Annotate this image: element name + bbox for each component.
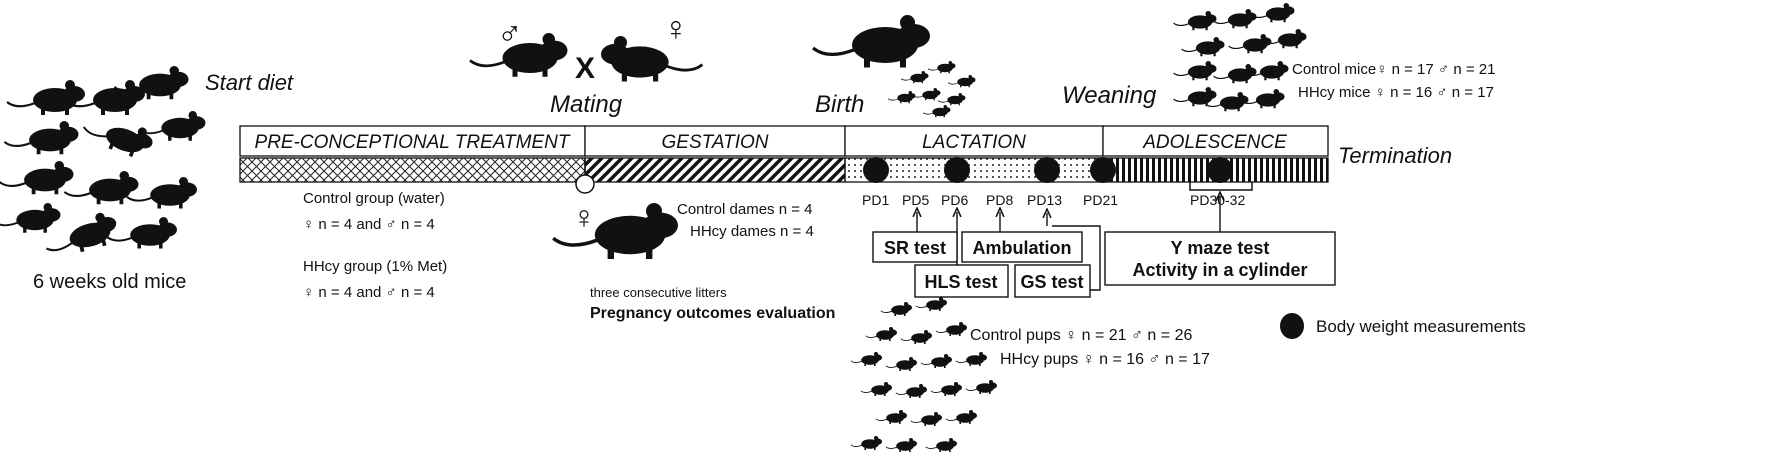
- behavior-tests: SR test Ambulation HLS test GS test Y ma…: [872, 196, 1336, 298]
- phase-label-preconceptional: PRE-CONCEPTIONAL TREATMENT: [255, 132, 571, 153]
- body-weight-marker-pd6: [944, 157, 970, 183]
- six-weeks-label: 6 weeks old mice: [33, 271, 186, 293]
- phase-box-lactation: [844, 125, 1104, 157]
- weaned-hhcy-counts: HHcy mice ♀ n = 16 ♂ n = 17: [1298, 84, 1494, 101]
- phase-bar: PRE-CONCEPTIONAL TREATMENT GESTATION LAC…: [239, 125, 1329, 183]
- legend-body-weight-label: Body weight measurements: [1316, 317, 1526, 336]
- litters-label: three consecutive litters: [590, 285, 727, 300]
- gs-test-box: [1014, 264, 1091, 298]
- timepoint-pd21: PD21: [1083, 192, 1118, 208]
- phase-label-lactation: LACTATION: [922, 132, 1026, 153]
- female-symbol-mating: ♀: [663, 10, 689, 48]
- hhcy-group-title: HHcy group (1% Met): [303, 258, 447, 275]
- hls-test-label: HLS test: [924, 272, 997, 292]
- phase-box-adolescence: [1102, 125, 1329, 157]
- timepoint-pd6: PD6: [941, 192, 968, 208]
- timeline-preconceptional: [239, 157, 586, 183]
- control-dames-count: Control dames n = 4: [677, 201, 813, 218]
- ymaze-test-label: Y maze test: [1171, 238, 1270, 258]
- female-symbol-gestation-start: [575, 174, 595, 194]
- body-weight-marker-pd1: [863, 157, 889, 183]
- timepoint-pd30-32: PD30-32: [1190, 192, 1245, 208]
- phase-label-gestation: GESTATION: [662, 132, 769, 153]
- cross-symbol: X: [575, 52, 595, 85]
- weaning-mice: [1172, 2, 1308, 112]
- cylinder-test-label: Activity in a cylinder: [1132, 260, 1307, 280]
- female-symbol-dame: ♀: [572, 199, 596, 235]
- timeline-gestation: [584, 157, 846, 183]
- hls-test-box: [914, 264, 1009, 298]
- ambulation-box: [961, 231, 1083, 263]
- timepoint-labels: PD1 PD5 PD6 PD8 PD13 PD21 PD30-32: [862, 192, 1245, 208]
- pd30-32-bracket: [1189, 182, 1253, 191]
- phase-box-gestation: [584, 125, 846, 157]
- mating-label: Mating: [550, 91, 623, 118]
- legend-body-weight-marker: [1280, 313, 1304, 339]
- timepoint-pd1: PD1: [862, 192, 889, 208]
- phase-box-preconceptional: [239, 125, 586, 157]
- hhcy-pups-counts: HHcy pups ♀ n = 16 ♂ n = 17: [1000, 351, 1210, 368]
- gs-test-label: GS test: [1020, 272, 1083, 292]
- pups-group: [850, 296, 998, 453]
- birth-label: Birth: [815, 91, 864, 118]
- hhcy-dames-count: HHcy dames n = 4: [690, 223, 814, 240]
- termination-label: Termination: [1338, 143, 1452, 168]
- hhcy-group-counts: ♀ n = 4 and ♂ n = 4: [303, 284, 435, 301]
- ymaze-cylinder-box: [1104, 231, 1336, 286]
- weaning-label: Weaning: [1062, 82, 1157, 109]
- control-group-title: Control group (water): [303, 190, 445, 207]
- start-diet-label: Start diet: [205, 70, 294, 95]
- body-weight-markers: [863, 157, 1233, 183]
- pregnancy-outcomes-label: Pregnancy outcomes evaluation: [590, 305, 835, 322]
- phase-label-adolescence: ADOLESCENCE: [1142, 132, 1287, 153]
- body-weight-marker-pd30: [1207, 157, 1233, 183]
- ambulation-label: Ambulation: [973, 238, 1072, 258]
- sr-test-label: SR test: [884, 238, 946, 258]
- timepoint-pd13: PD13: [1027, 192, 1062, 208]
- timepoint-pd5: PD5: [902, 192, 929, 208]
- legend: Body weight measurements: [1280, 313, 1526, 339]
- control-pups-counts: Control pups ♀ n = 21 ♂ n = 26: [970, 327, 1192, 344]
- timepoint-pd8: PD8: [986, 192, 1013, 208]
- body-weight-marker-pd21: [1090, 157, 1116, 183]
- body-weight-marker-pd13: [1034, 157, 1060, 183]
- male-symbol-mating: ♂: [497, 15, 523, 53]
- control-group-counts: ♀ n = 4 and ♂ n = 4: [303, 216, 435, 233]
- sr-test-box: [872, 231, 958, 263]
- mouse-group-left: [0, 64, 207, 262]
- weaned-control-counts: Control mice♀ n = 17 ♂ n = 21: [1292, 61, 1495, 78]
